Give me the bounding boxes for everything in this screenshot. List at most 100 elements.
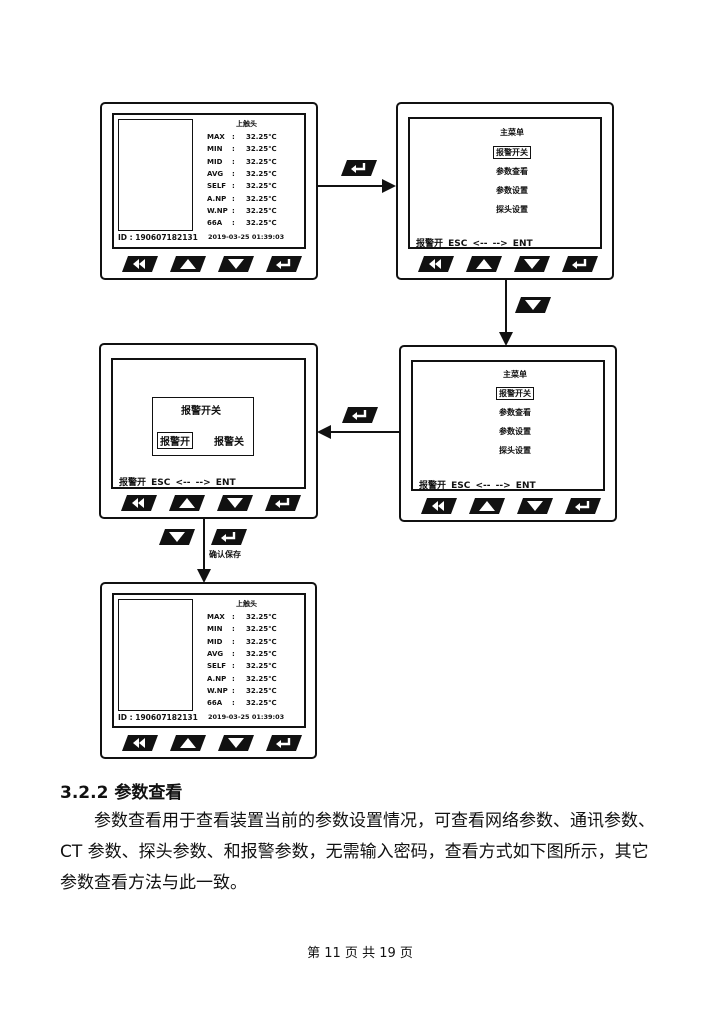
arrow-head-down-icon [197,569,211,583]
probe-image-area [118,599,193,711]
status-bar: 报警开 ESC <-- --> ENT [419,481,536,491]
enter-icon [341,160,377,180]
alarm-on-option[interactable]: 报警开 [157,432,193,449]
probe-row-label: W.NP [207,206,228,215]
page-footer: 第 11 页 共 19 页 [307,946,413,961]
probe-row-sep: : [232,157,235,166]
down-button[interactable] [517,498,553,514]
probe-row-sep: : [232,649,235,658]
down-button[interactable] [514,256,550,272]
flow-arrow-left [328,431,399,433]
alarm-off-option[interactable]: 报警关 [214,437,244,448]
probe-title: 上触头 [236,600,257,608]
menu-title: 主菜单 [500,128,524,137]
probe-row-sep: : [232,613,235,621]
probe-row-value: 32.25℃ [246,662,277,671]
back-icon [418,256,454,272]
probe-row-sep: : [232,686,235,695]
up-button[interactable] [170,735,206,751]
enter-button[interactable] [266,735,302,751]
back-button[interactable] [122,735,158,751]
menu-item-param-set[interactable]: 参数设置 [499,427,531,436]
enter-icon [342,407,378,427]
up-button[interactable] [469,498,505,514]
down-button[interactable] [218,735,254,751]
probe-row-value: 32.25℃ [246,674,277,683]
menu-item-param-view[interactable]: 参数查看 [499,408,531,417]
probe-row-label: AVG [207,649,224,658]
up-icon [170,735,206,751]
back-button[interactable] [421,498,457,514]
up-button[interactable] [466,256,502,272]
probe-row-value: 32.25℃ [246,182,277,191]
menu-item-probe-set[interactable]: 探头设置 [499,446,531,455]
device-menu-middle: 主菜单 报警开关 参数查看 参数设置 探头设置 报警开 ESC <-- --> … [399,345,617,522]
enter-button[interactable] [265,495,301,511]
menu-item-param-set[interactable]: 参数设置 [496,186,528,195]
menu-title: 主菜单 [503,370,527,379]
enter-icon [266,256,302,272]
flow-down-button-1 [515,297,551,317]
probe-row-label: SELF [207,182,227,191]
down-icon [218,256,254,272]
probe-row-sep: : [232,637,235,646]
probe-row-label: MAX [207,613,225,621]
lcd-screen: 主菜单 报警开关 参数查看 参数设置 探头设置 报警开 ESC <-- --> … [408,117,602,249]
enter-button[interactable] [562,256,598,272]
up-button[interactable] [169,495,205,511]
device-probe-top: 上触头 ID : 190607182131 2019-03-25 01:39:0… [100,102,318,280]
device-probe-bottom: 上触头 ID : 190607182131 2019-03-25 01:39:0… [100,582,317,759]
probe-row-label: 66A [207,219,223,228]
enter-button[interactable] [565,498,601,514]
probe-row-label: MIN [207,625,223,634]
probe-row-sep: : [232,206,235,215]
arrow-head-down-icon [499,332,513,346]
probe-datetime: 2019-03-25 01:39:03 [208,233,285,241]
up-button[interactable] [170,256,206,272]
menu-item-probe-set[interactable]: 探头设置 [496,205,528,214]
down-icon [218,735,254,751]
up-icon [170,256,206,272]
probe-row-value: 32.25℃ [246,157,277,166]
menu-item-alarm-switch[interactable]: 报警开关 [496,387,534,400]
enter-icon [562,256,598,272]
enter-button[interactable] [266,256,302,272]
back-button[interactable] [121,495,157,511]
back-button[interactable] [418,256,454,272]
arrow-head-right-icon [382,179,396,193]
device-menu-top: 主菜单 报警开关 参数查看 参数设置 探头设置 报警开 ESC <-- --> … [396,102,614,280]
probe-row-sep: : [232,194,235,203]
alarm-dialog: 报警开关 报警开 报警关 [152,397,254,456]
probe-row-value: 32.25℃ [246,145,277,154]
menu-item-param-view[interactable]: 参数查看 [496,167,528,176]
flow-arrow-down [505,280,507,336]
section-paragraph: 参数查看用于查看装置当前的参数设置情况，可查看网络参数、通讯参数、CT 参数、探… [60,811,655,893]
probe-row-sep: : [232,169,235,178]
probe-row-value: 32.25℃ [246,699,277,708]
down-button[interactable] [218,256,254,272]
probe-row-value: 32.25℃ [246,169,277,178]
section-heading: 3.2.2 参数查看 [60,783,183,803]
down-icon [517,498,553,514]
down-icon [217,495,253,511]
flow-arrow-down-2 [203,519,205,573]
probe-row-value: 32.25℃ [246,133,277,141]
down-button[interactable] [217,495,253,511]
probe-row-sep: : [232,145,235,154]
probe-row-value: 32.25℃ [246,219,277,228]
enter-icon [565,498,601,514]
probe-id: ID : 190607182131 [118,233,198,242]
probe-id: ID : 190607182131 [118,713,198,722]
enter-icon [265,495,301,511]
up-icon [469,498,505,514]
back-icon [121,495,157,511]
up-icon [169,495,205,511]
arrow-head-left-icon [317,425,331,439]
menu-item-alarm-switch[interactable]: 报警开关 [493,146,531,159]
back-button[interactable] [122,256,158,272]
enter-icon [266,735,302,751]
probe-row-sep: : [232,133,235,141]
probe-row-sep: : [232,182,235,191]
probe-row-sep: : [232,699,235,708]
flow-enter-button-3 [211,529,247,549]
